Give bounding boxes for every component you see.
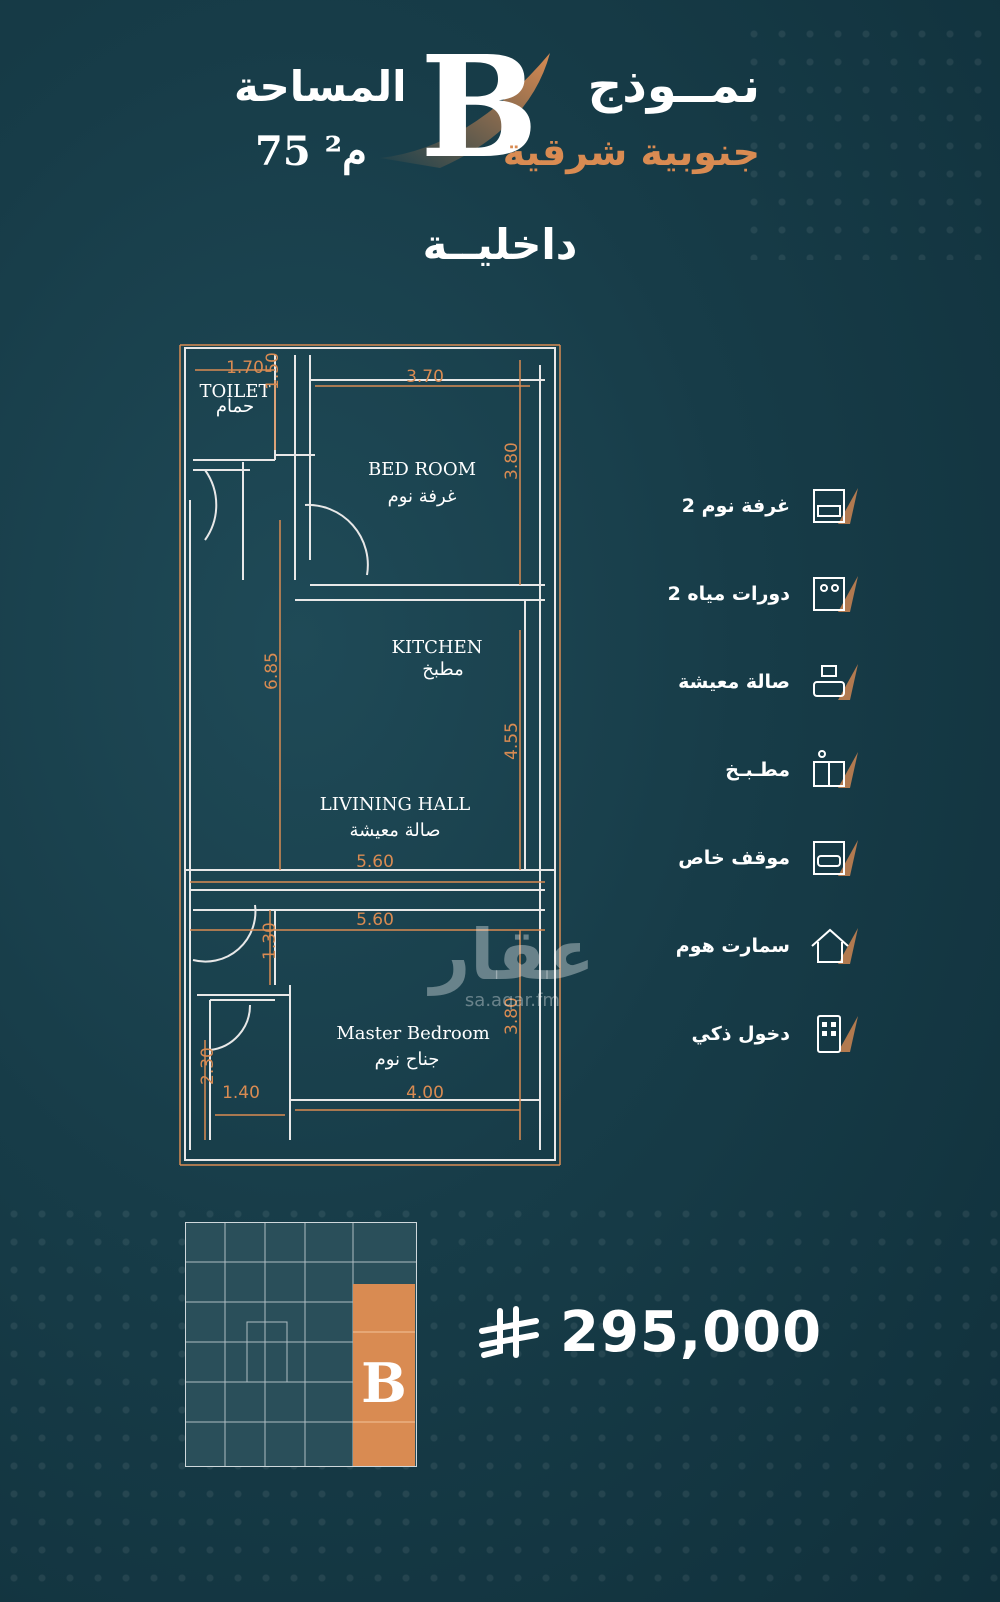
- swoosh-logo: [380, 53, 550, 168]
- smart-home-icon: [811, 928, 858, 964]
- subtitle: داخليــة: [422, 220, 578, 269]
- feature-label: دخول ذكي: [691, 1023, 790, 1045]
- dimension-label: 4.00: [406, 1083, 444, 1103]
- watermark-logo: عقار: [430, 914, 595, 996]
- feature-label: سمارت هوم: [675, 935, 790, 957]
- feature-label: موقف خاص: [678, 847, 790, 869]
- feature-item: 2 دورات مياه: [640, 550, 860, 638]
- dimension-label: 4.55: [502, 722, 522, 760]
- building-plan-thumbnail: B: [185, 1222, 417, 1467]
- dimension-label: 3.70: [406, 367, 444, 387]
- mini-plan-letter: B: [361, 1351, 407, 1415]
- dimension-label: 5.60: [356, 910, 394, 930]
- model-letter: B: [420, 26, 539, 190]
- bathroom-icon: [813, 576, 858, 612]
- watermark-url: sa.aqar.fm: [464, 990, 560, 1011]
- direction-label: جنوبية شرقية: [502, 130, 760, 174]
- riyal-icon: [479, 1305, 539, 1358]
- dimension-label: 3.80: [502, 997, 522, 1035]
- bedroom-icon: [813, 488, 858, 524]
- feature-label: صالة معيشة: [678, 671, 790, 693]
- master-bedroom-label-ar: جناح نوم: [375, 1049, 440, 1070]
- watermark: عقار sa.aqar.fm: [430, 920, 595, 1011]
- dimension-label: 1.70: [226, 358, 264, 378]
- feature-item: صالة معيشة: [640, 638, 860, 726]
- dimension-label: 6.85: [262, 652, 282, 690]
- dot-pattern: [0, 1200, 1000, 1600]
- price-value: 295,000: [560, 1300, 823, 1365]
- living-hall-label-ar: صالة معيشة: [349, 820, 440, 841]
- feature-item: 2 غرفة نوم: [640, 462, 860, 550]
- dimension-label: 1.50: [263, 352, 283, 390]
- smart-entry-icon: [817, 1015, 858, 1053]
- dimension-label: 1.40: [222, 1083, 260, 1103]
- floor-plan: TOILET حمام BED ROOM غرفة نوم KITCHEN مط…: [179, 344, 561, 1166]
- toilet-label-ar: حمام: [216, 396, 254, 417]
- area-value: 75 م²: [255, 128, 367, 175]
- feature-label: 2 غرفة نوم: [681, 495, 790, 517]
- kitchen-icon: [813, 750, 858, 788]
- kitchen-label: KITCHEN: [392, 637, 483, 658]
- dimension-label: 5.60: [356, 852, 394, 872]
- feature-label: مطـبـخ: [725, 759, 790, 781]
- model-label: نمــوذج: [587, 58, 760, 114]
- price: 295,000: [478, 1300, 822, 1365]
- feature-item: مطـبـخ: [640, 726, 860, 814]
- bedroom-label: BED ROOM: [368, 459, 476, 480]
- kitchen-label-ar: مطبخ: [422, 659, 463, 680]
- feature-item: موقف خاص: [640, 814, 860, 902]
- area-label: المساحة: [234, 62, 407, 111]
- feature-label: 2 دورات مياه: [667, 583, 790, 605]
- living-room-icon: [813, 664, 858, 700]
- bedroom-label-ar: غرفة نوم: [388, 486, 457, 507]
- feature-item: سمارت هوم: [640, 902, 860, 990]
- toilet-label: TOILET: [200, 381, 271, 402]
- dimension-label: 2.30: [198, 1047, 218, 1085]
- feature-item: دخول ذكي: [640, 990, 860, 1078]
- features-list: 2 غرفة نوم 2 دورات مياه صالة معيشة مطـبـ…: [640, 462, 860, 1078]
- dimension-label: 1.30: [260, 922, 280, 960]
- master-bedroom-label: Master Bedroom: [336, 1023, 489, 1044]
- dimension-label: 3.80: [502, 442, 522, 480]
- parking-icon: [813, 840, 858, 876]
- living-hall-label: LIVINING HALL: [320, 794, 471, 815]
